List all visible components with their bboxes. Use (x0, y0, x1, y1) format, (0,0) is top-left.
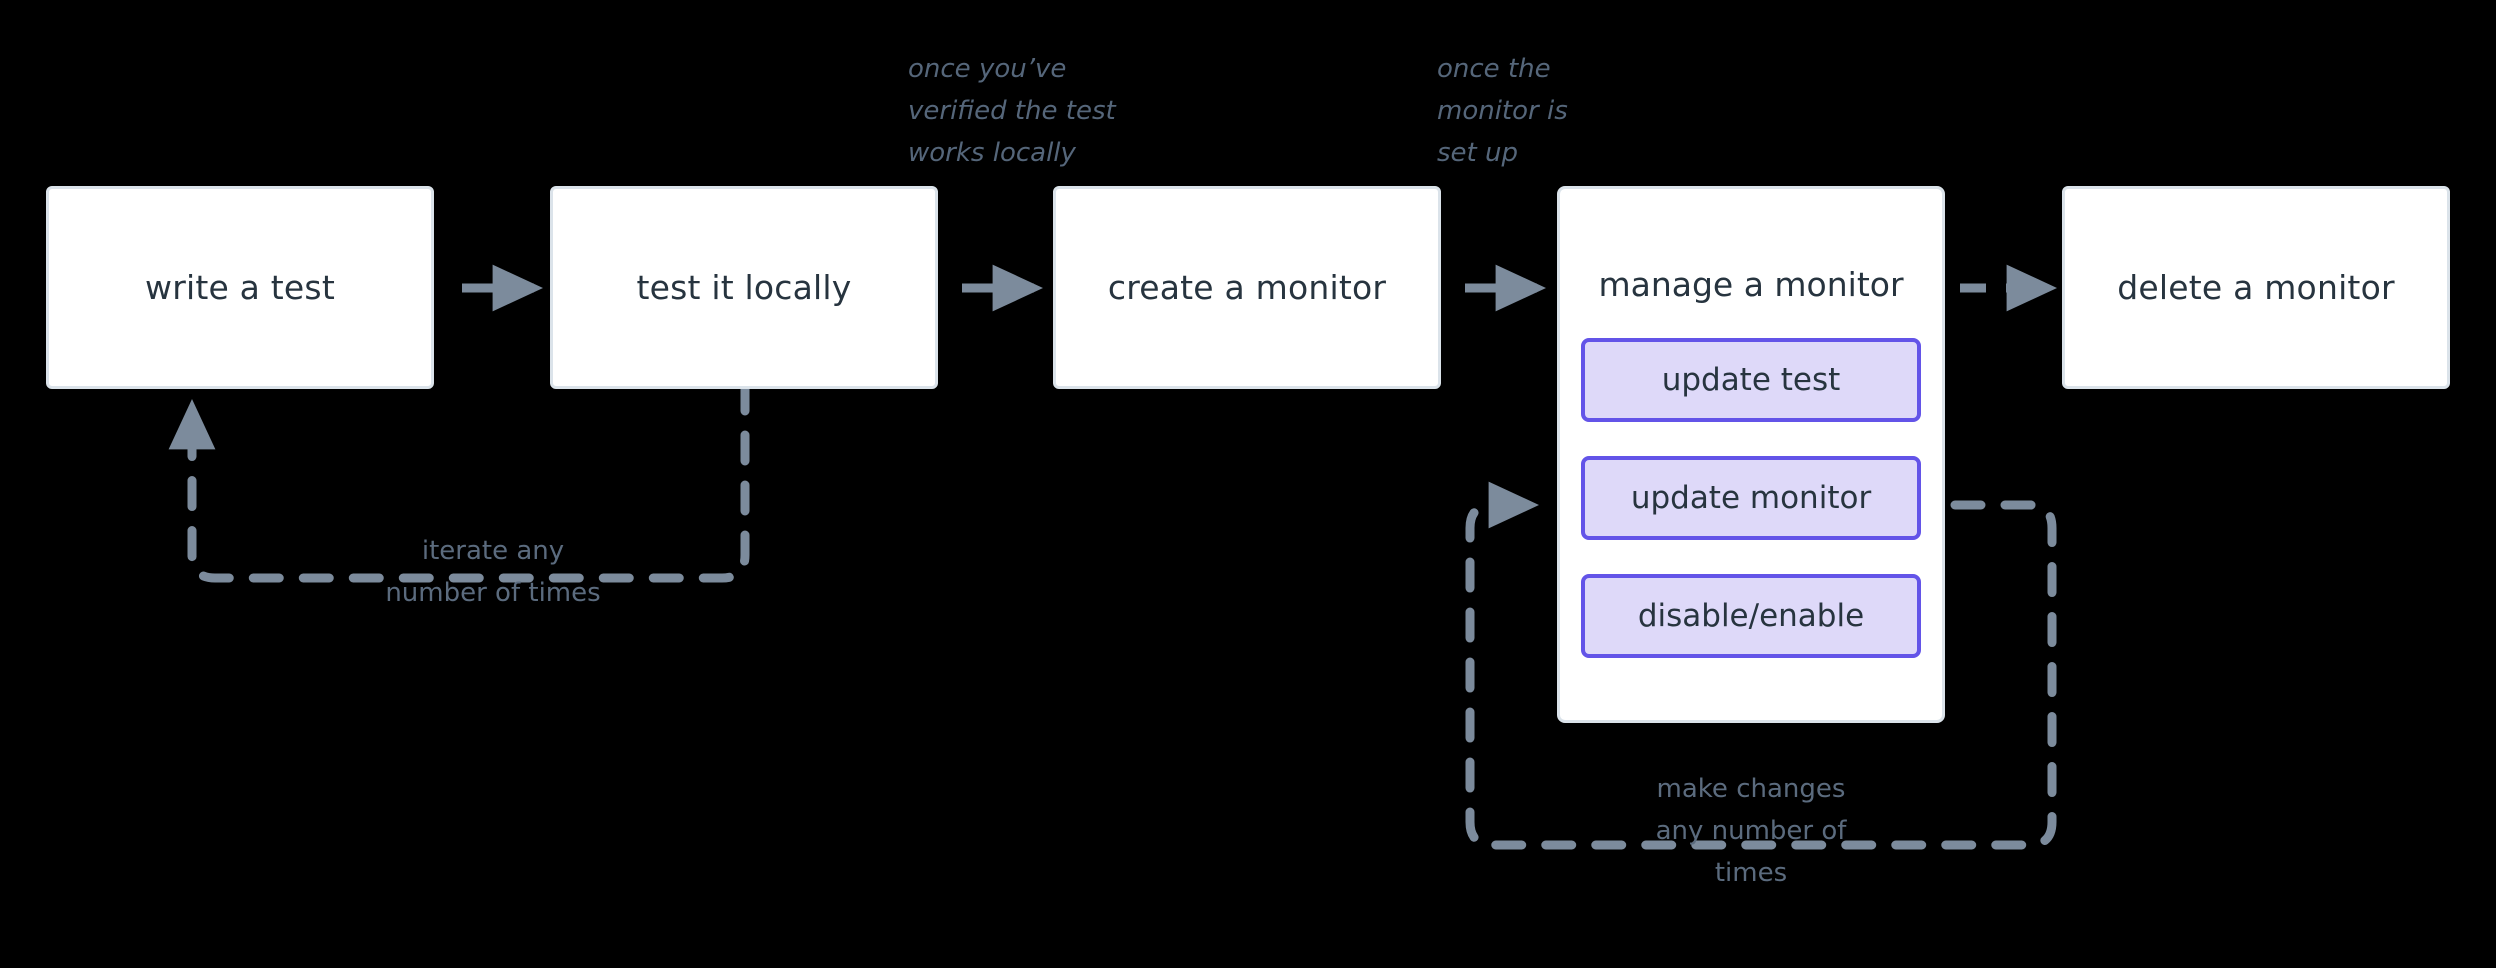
action-update-test[interactable]: update test (1581, 338, 1921, 422)
action-label-update-test: update test (1661, 362, 1841, 398)
annotation-make-changes-loop: make changes any number of times (1655, 774, 1847, 888)
node-label-test-it-locally: test it locally (636, 268, 852, 307)
node-label-write-a-test: write a test (145, 268, 335, 307)
action-update-monitor[interactable]: update monitor (1581, 456, 1921, 540)
action-label-update-monitor: update monitor (1630, 480, 1872, 516)
annotation-iterate-loop: iterate any number of times (385, 536, 601, 608)
loop-make-changes-any-number-of-times (1465, 481, 2057, 850)
node-manage-a-monitor[interactable]: manage a monitor update test update moni… (1557, 186, 1945, 723)
node-create-a-monitor[interactable]: create a monitor (1053, 186, 1441, 389)
node-label-delete-a-monitor: delete a monitor (2117, 268, 2395, 307)
action-disable-enable[interactable]: disable/enable (1581, 574, 1921, 658)
node-write-a-test[interactable]: write a test (46, 186, 434, 389)
node-delete-a-monitor[interactable]: delete a monitor (2062, 186, 2450, 389)
node-label-create-a-monitor: create a monitor (1107, 268, 1387, 307)
annotation-verified-locally: once you’ve verified the test works loca… (908, 54, 1116, 168)
action-label-disable-enable: disable/enable (1637, 598, 1865, 634)
node-label-manage-a-monitor: manage a monitor (1598, 265, 1904, 304)
node-test-it-locally[interactable]: test it locally (550, 186, 938, 389)
loop-iterate-any-number-of-times (168, 380, 750, 583)
annotation-monitor-set-up: once the monitor is set up (1437, 54, 1568, 168)
